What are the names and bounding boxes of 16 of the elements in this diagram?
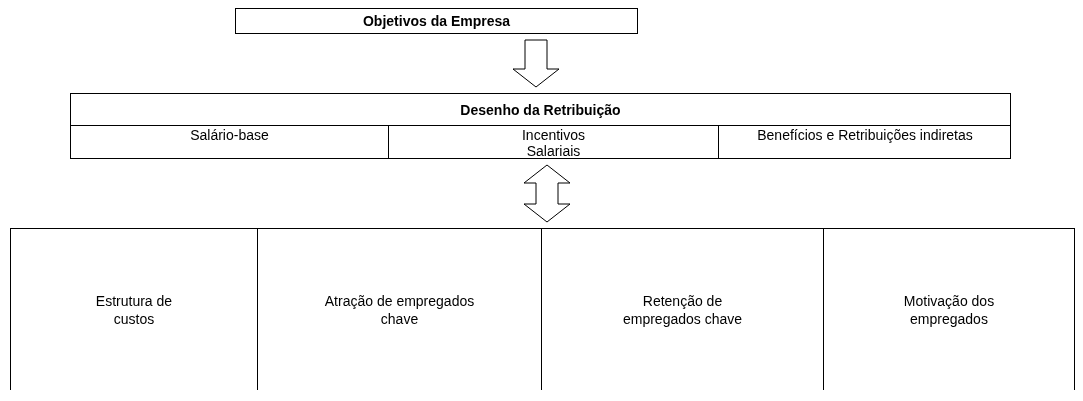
label-text: Atração de empregados chave [323,291,476,328]
open-box [10,228,1075,390]
panel-box [70,93,1011,159]
heading-box [235,8,638,34]
label-text: Benefícios e Retribuições indiretas [756,127,974,143]
block-arrow [512,39,560,88]
label-text: Retenção de empregados chave [621,291,744,328]
heading-text: Objetivos da Empresa [361,12,512,31]
label-text: Estrutura de custos [94,291,174,328]
label-text: Salário-base [189,127,270,143]
panel-cell [389,125,719,159]
block-arrow [523,164,571,223]
heading-text: Desenho da Retribuição [459,101,622,120]
panel-cell [71,125,389,159]
label-text: Motivação dos empregados [902,291,996,328]
label-text: Incentivos Salariais [520,127,586,159]
